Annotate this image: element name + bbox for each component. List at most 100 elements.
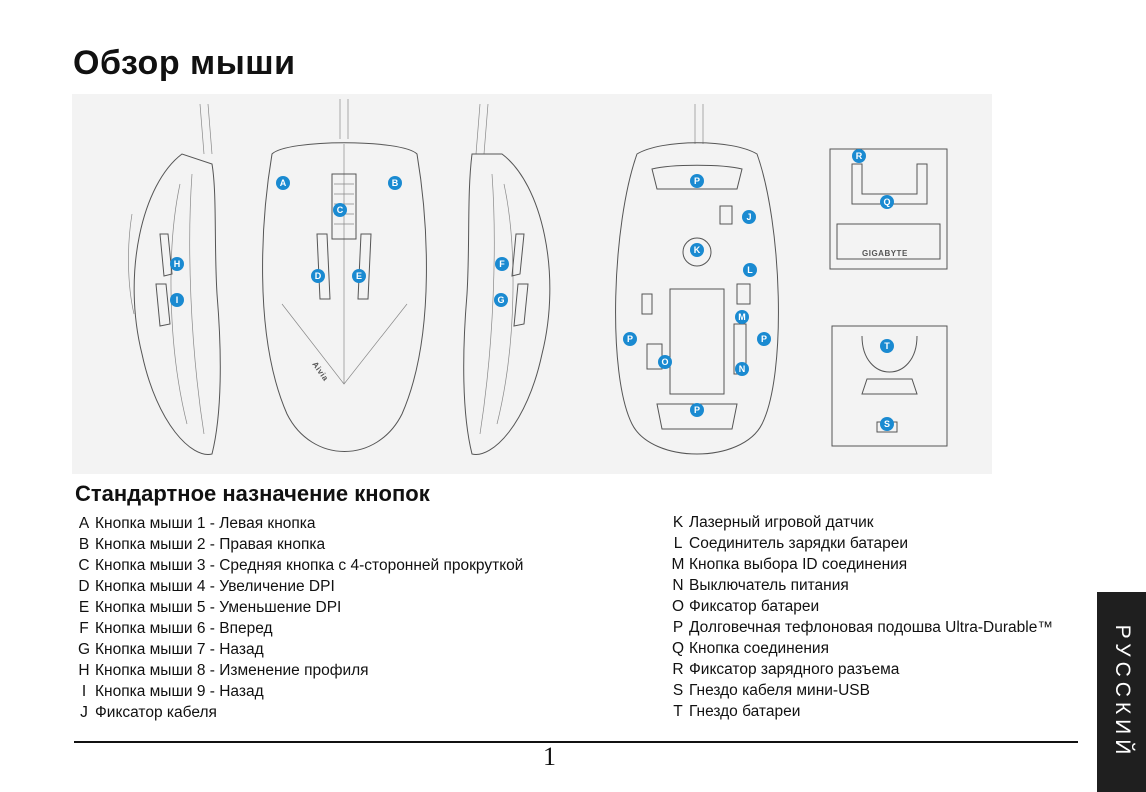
marker-s: S — [880, 417, 894, 431]
svg-text:N: N — [739, 364, 746, 374]
item-key: D — [78, 578, 90, 595]
item-key: K — [672, 514, 684, 531]
marker-p-left: P — [623, 332, 637, 346]
marker-b: B — [388, 176, 402, 190]
mouse-logo: Aivia — [310, 360, 330, 383]
mouse-top-view: Aivia — [262, 99, 427, 452]
marker-p-right: P — [757, 332, 771, 346]
item-text: Кнопка выбора ID соединения — [689, 556, 908, 573]
item-text: Кнопка мыши 8 - Изменение профиля — [95, 662, 369, 679]
svg-text:F: F — [499, 259, 505, 269]
list-item: F Кнопка мыши 6 - Вперед — [73, 618, 523, 639]
item-text: Гнездо батареи — [689, 703, 801, 720]
svg-text:I: I — [176, 295, 179, 305]
item-text: Фиксатор зарядного разъема — [689, 661, 900, 678]
marker-n: N — [735, 362, 749, 376]
svg-text:J: J — [746, 212, 751, 222]
item-key: J — [80, 704, 88, 721]
marker-l: L — [743, 263, 757, 277]
item-text: Кнопка мыши 5 - Уменьшение DPI — [95, 599, 342, 616]
language-tab-label: РУССКИЙ — [1110, 624, 1134, 760]
svg-text:K: K — [694, 245, 701, 255]
item-text: Кнопка мыши 3 - Средняя кнопка с 4-сторо… — [95, 557, 524, 574]
list-item: K Лазерный игровой датчик — [667, 512, 1053, 533]
section-heading: Стандартное назначение кнопок — [75, 481, 430, 506]
svg-text:G: G — [497, 295, 504, 305]
item-text: Соединитель зарядки батареи — [689, 535, 909, 552]
item-text: Фиксатор кабеля — [95, 704, 217, 721]
marker-c: C — [333, 203, 347, 217]
page-title: Обзор мыши — [73, 44, 296, 82]
mouse-left-side-view — [128, 103, 221, 455]
item-key: O — [671, 598, 685, 615]
svg-text:C: C — [337, 205, 344, 215]
svg-text:S: S — [884, 419, 890, 429]
svg-text:B: B — [392, 178, 399, 188]
dock-top-view: GIGABYTE — [829, 148, 948, 270]
svg-text:P: P — [694, 405, 700, 415]
marker-h: H — [170, 257, 184, 271]
item-text: Кнопка мыши 1 - Левая кнопка — [95, 515, 316, 532]
item-text: Выключатель питания — [689, 577, 849, 594]
list-item: P Долговечная тефлоновая подошва Ultra-Du… — [667, 617, 1053, 638]
marker-d: D — [311, 269, 325, 283]
item-key: P — [672, 619, 684, 636]
item-key: I — [81, 683, 87, 700]
svg-text:P: P — [761, 334, 767, 344]
svg-text:P: P — [694, 176, 700, 186]
svg-text:A: A — [280, 178, 287, 188]
item-text: Кнопка мыши 7 - Назад — [95, 641, 264, 658]
item-key: F — [79, 620, 89, 637]
item-text: Долговечная тефлоновая подошва Ultra-Dur… — [689, 619, 1053, 636]
svg-text:O: O — [661, 357, 668, 367]
marker-e: E — [352, 269, 366, 283]
list-item: T Гнездо батареи — [667, 701, 1053, 722]
mouse-diagram-svg: Aivia GIGABYTE — [128, 99, 948, 455]
item-key: M — [671, 556, 685, 573]
page-number: 1 — [543, 742, 556, 771]
marker-j: J — [742, 210, 756, 224]
svg-text:Q: Q — [883, 197, 890, 207]
mouse-bottom-view — [615, 104, 779, 455]
marker-o: O — [658, 355, 672, 369]
item-text: Кнопка мыши 6 - Вперед — [95, 620, 273, 637]
item-text: Кнопка соединения — [689, 640, 829, 657]
item-text: Гнездо кабеля мини-USB — [689, 682, 870, 699]
marker-q: Q — [880, 195, 894, 209]
item-key: C — [78, 557, 90, 574]
list-item: C Кнопка мыши 3 - Средняя кнопка с 4-стор… — [73, 555, 523, 576]
item-key: E — [78, 599, 90, 616]
svg-text:E: E — [356, 271, 362, 281]
item-text: Лазерный игровой датчик — [689, 514, 874, 531]
marker-m: M — [735, 310, 749, 324]
marker-k: K — [690, 243, 704, 257]
item-text: Фиксатор батареи — [689, 598, 820, 615]
language-tab: РУССКИЙ — [1097, 592, 1146, 792]
list-item: S Гнездо кабеля мини-USB — [667, 680, 1053, 701]
marker-g: G — [494, 293, 508, 307]
mouse-diagram: Aivia GIGABYTE — [72, 94, 992, 474]
marker-a: A — [276, 176, 290, 190]
svg-text:D: D — [315, 271, 322, 281]
footer-divider — [74, 741, 1078, 743]
item-key: S — [672, 682, 684, 699]
svg-text:L: L — [747, 265, 753, 275]
item-key: T — [673, 703, 683, 720]
item-key: Q — [671, 640, 685, 657]
mouse-right-side-view — [463, 103, 551, 455]
svg-text:R: R — [856, 151, 863, 161]
list-item: J Фиксатор кабеля — [73, 702, 523, 723]
